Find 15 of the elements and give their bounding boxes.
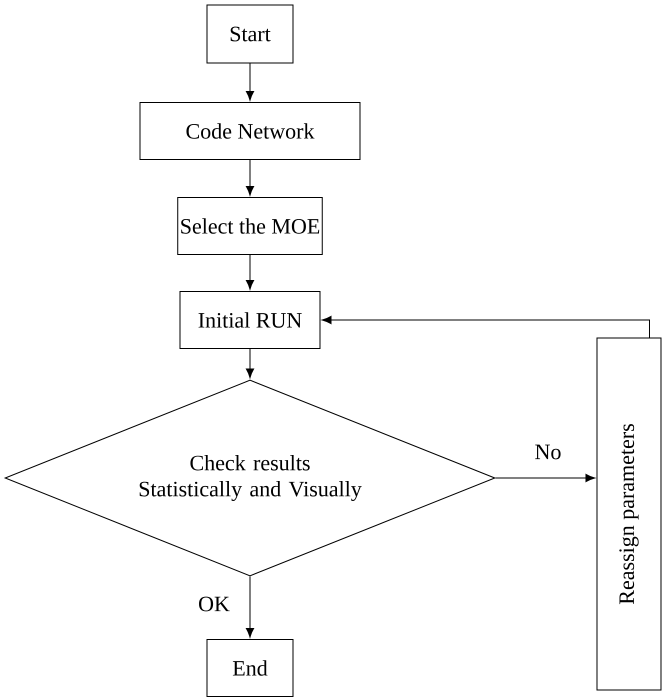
process-box: End (206, 639, 294, 697)
process-box: Start (206, 4, 294, 64)
edge-label: OK (197, 596, 231, 612)
arrow (246, 63, 254, 101)
process-box: Reassign parameters (596, 338, 662, 690)
arrow (322, 316, 650, 338)
process-box: Code Network (140, 102, 360, 160)
arrow (246, 160, 254, 196)
arrow (246, 576, 254, 638)
process-box: Initial RUN (180, 291, 320, 349)
edge-label: No (534, 444, 562, 460)
process-box: Select the MOE (177, 197, 323, 255)
arrow (495, 474, 596, 482)
arrow (246, 348, 254, 378)
arrow (246, 254, 254, 290)
